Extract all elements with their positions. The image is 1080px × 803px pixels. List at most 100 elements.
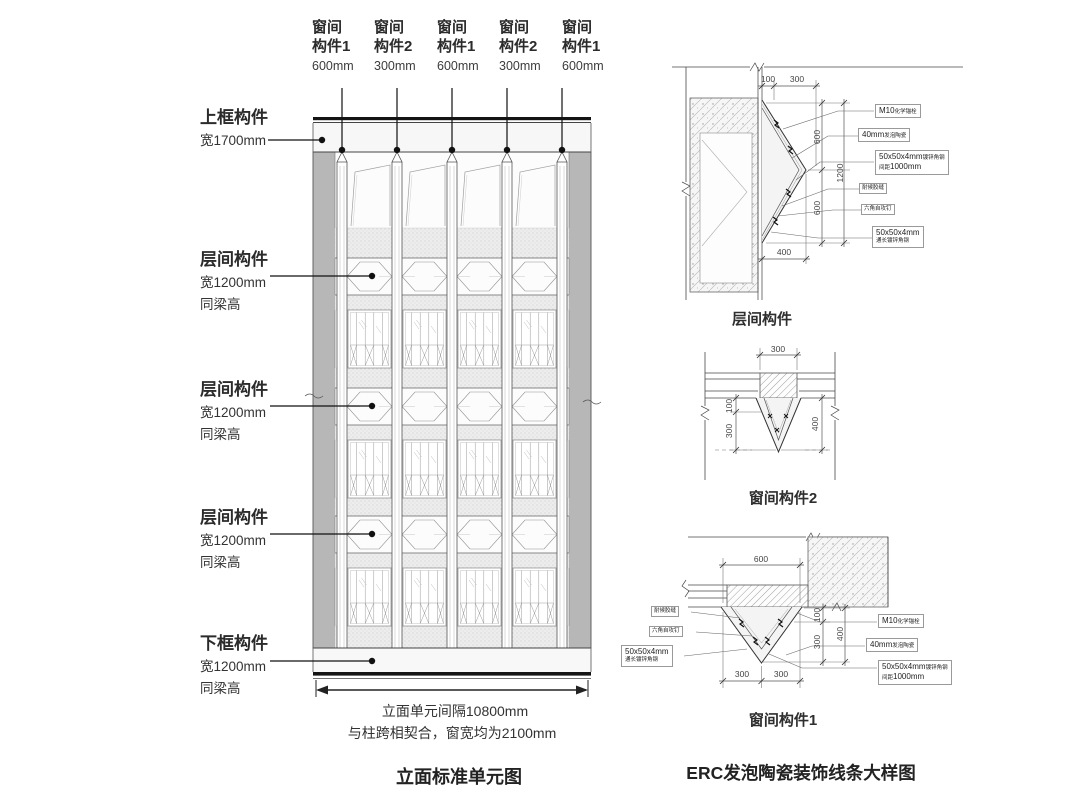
d1-callout-angle-steel-full: 50x50x4mm 通长镀锌角钢 (872, 226, 924, 248)
d3-dim-600: 600 (753, 554, 769, 564)
detail-floorband-linework (672, 62, 963, 300)
d1-dim-1200: 1200 (835, 163, 845, 183)
d3-dim-400: 400 (835, 626, 845, 642)
label-title: 层间构件 (200, 508, 268, 527)
side-label-bottom-frame: 下框构件 宽1200mm 同梁高 (200, 632, 268, 700)
d3-caption: 窗间构件1 (748, 712, 818, 729)
callout-sub: 化学锚栓 (894, 109, 917, 115)
callout-main: 40mm (862, 130, 885, 139)
label-line: 构件1 (437, 38, 476, 55)
callout-sub: 通长镀锌角钢 (876, 238, 910, 245)
d1-dim-600a: 600 (812, 129, 822, 145)
label-dim: 同梁高 (200, 681, 241, 696)
callout-main: M10 (879, 106, 895, 115)
detail-mullion2-linework (700, 348, 840, 480)
callout-sub: 化学锚栓 (897, 619, 920, 625)
d2-dim-400: 400 (810, 416, 820, 432)
label-line: 窗间 (312, 19, 343, 36)
label-title: 上框构件 (200, 108, 268, 127)
callout-sub: 通长镀锌角钢 (625, 657, 659, 664)
callout-main: 50x50x4mm (625, 647, 669, 656)
elevation-note-2: 与柱跨相契合，窗宽均为2100mm (347, 725, 557, 741)
top-label-mullion-1: 窗间 构件1 600mm (312, 18, 372, 73)
label-title: 层间构件 (200, 380, 268, 399)
elevation-caption: 立面标准单元图 (396, 767, 522, 787)
label-dim: 同梁高 (200, 297, 241, 312)
label-dim: 宽1700mm (200, 133, 267, 148)
label-dim: 600mm (312, 59, 354, 73)
detail-mullion1-linework (681, 532, 889, 688)
d3-callout-anchor-bolt: M10化学锚栓 (878, 614, 924, 629)
d1-dim-600b: 600 (812, 200, 822, 216)
callout-main: 50x50x4mm (879, 152, 923, 161)
details-caption: ERC发泡陶瓷装饰线条大样图 (686, 763, 916, 783)
top-label-mullion-4: 窗间 构件2 300mm (499, 18, 559, 73)
d1-callout-angle-steel: 50x50x4mm镀锌角钢 间距1000mm (875, 150, 949, 175)
callout-sub: 间距 (879, 165, 891, 172)
callout-sub: 发泡陶瓷 (892, 643, 915, 649)
callout-sub: 镀锌角钢 (925, 665, 948, 671)
callout-sub: 镀锌角钢 (922, 155, 945, 161)
side-label-top-frame: 上框构件 宽1700mm (200, 106, 268, 152)
d1-dim-300: 300 (789, 74, 805, 84)
callout-main: 1000mm (893, 672, 925, 682)
label-title: 层间构件 (200, 250, 268, 269)
d1-dim-400: 400 (776, 247, 792, 257)
label-line: 窗间 (374, 19, 405, 36)
elevation-dimension (315, 680, 589, 697)
label-title: 下框构件 (200, 634, 268, 653)
d3-callout-angle-steel: 50x50x4mm镀锌角钢 间距1000mm (878, 660, 952, 685)
label-dim: 宽1200mm (200, 659, 267, 674)
d3-dim-300a: 300 (734, 669, 750, 679)
d3-callout-screw: 六角自攻钉 (649, 626, 683, 638)
label-dim: 宽1200mm (200, 275, 267, 290)
d2-dim-100: 100 (724, 398, 734, 414)
callout-main: 50x50x4mm (876, 228, 920, 237)
callout-main: 1000mm (890, 162, 922, 172)
label-line: 构件1 (312, 38, 351, 55)
d1-dim-100: 100 (760, 74, 776, 84)
label-line: 构件2 (374, 38, 413, 55)
d3-dim-300b: 300 (773, 669, 789, 679)
callout-main: 50x50x4mm (882, 662, 926, 671)
label-line: 窗间 (437, 19, 468, 36)
d1-callout-sealant: 耐候胶缝 (859, 183, 888, 195)
top-label-mullion-2: 窗间 构件2 300mm (374, 18, 434, 73)
d3-callout-foam-board: 40mm发泡陶瓷 (866, 638, 919, 653)
label-dim: 300mm (374, 59, 416, 73)
d3-dim-300r: 300 (812, 634, 822, 650)
d2-caption: 窗间构件2 (748, 490, 818, 507)
d2-dim-300l: 300 (724, 423, 734, 439)
elevation-leaders (268, 88, 566, 665)
d1-callout-anchor-bolt: M10化学锚栓 (875, 104, 921, 119)
callout-main: 40mm (870, 640, 893, 649)
label-dim: 同梁高 (200, 427, 241, 442)
d3-callout-angle-steel-full: 50x50x4mm 通长镀锌角钢 (621, 645, 673, 667)
label-dim: 600mm (437, 59, 479, 73)
callout-main: M10 (882, 616, 898, 625)
elevation-note-1: 立面单元间隔10800mm (381, 703, 529, 719)
top-label-mullion-3: 窗间 构件1 600mm (437, 18, 497, 73)
label-line: 窗间 (499, 19, 530, 36)
label-dim: 300mm (499, 59, 541, 73)
d2-dim-300t: 300 (770, 344, 786, 354)
d1-callout-foam-board: 40mm发泡陶瓷 (858, 128, 911, 143)
top-label-mullion-5: 窗间 构件1 600mm (562, 18, 622, 73)
callout-sub: 发泡陶瓷 (884, 133, 907, 139)
label-dim: 宽1200mm (200, 533, 267, 548)
label-line: 构件1 (562, 38, 601, 55)
label-dim: 600mm (562, 59, 604, 73)
label-dim: 宽1200mm (200, 405, 267, 420)
callout-sub: 间距 (882, 675, 894, 682)
d1-caption: 层间构件 (731, 311, 793, 328)
side-label-floorband-2: 层间构件 宽1200mm 同梁高 (200, 378, 268, 446)
d3-dim-100: 100 (812, 607, 822, 623)
d1-callout-screw: 六角自攻钉 (861, 204, 895, 216)
d3-callout-sealant: 耐候胶缝 (651, 606, 680, 618)
label-line: 窗间 (562, 19, 593, 36)
side-label-floorband-1: 层间构件 宽1200mm 同梁高 (200, 248, 268, 316)
label-dim: 同梁高 (200, 555, 241, 570)
side-label-floorband-3: 层间构件 宽1200mm 同梁高 (200, 506, 268, 574)
